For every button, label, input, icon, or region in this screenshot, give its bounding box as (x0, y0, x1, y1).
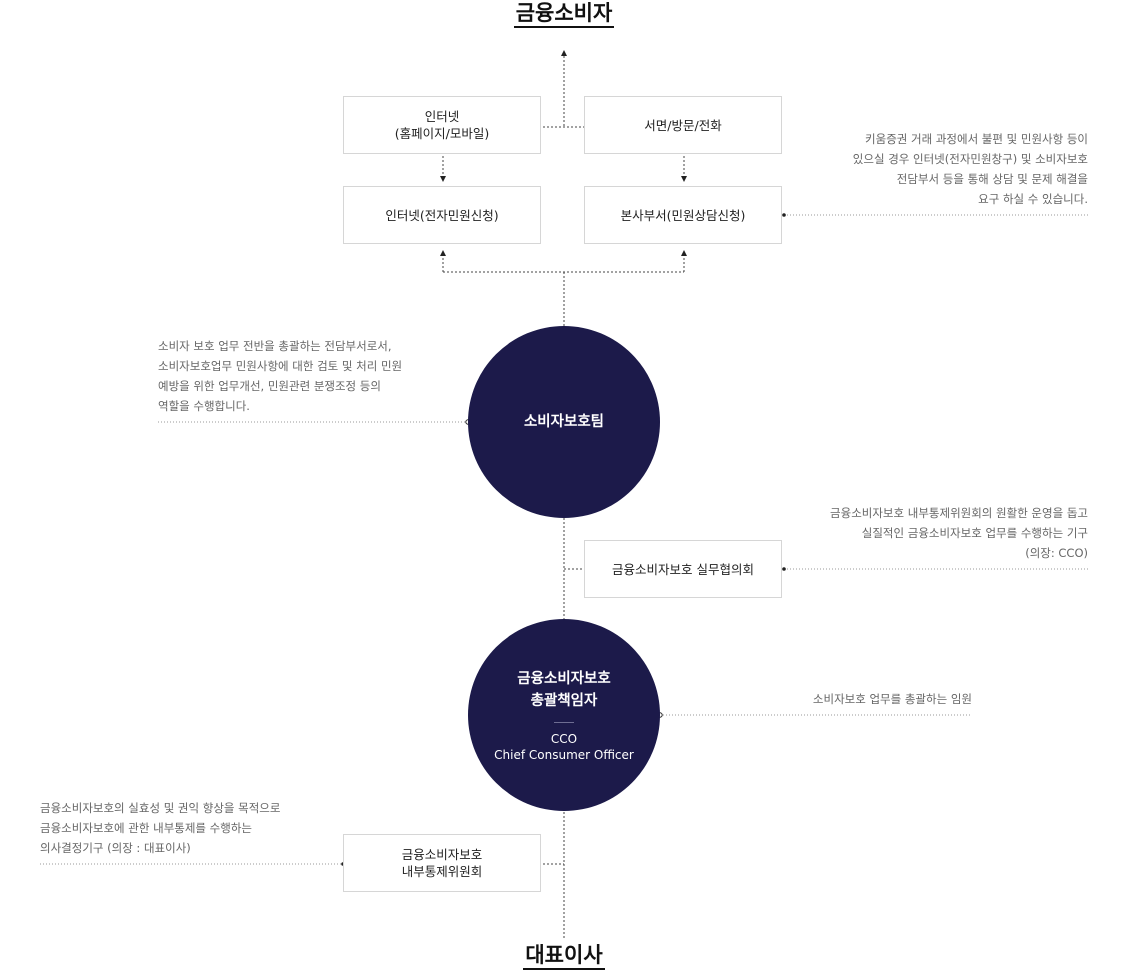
top-title-text: 금융소비자 (513, 1, 615, 28)
internal-control-description: 금융소비자보호의 실효성 및 권익 향상을 목적으로 금융소비자보호에 관한 내… (40, 801, 281, 855)
written-visit-phone-box: 서면/방문/전화 (584, 96, 782, 154)
internal-control-committee-box: 금융소비자보호 내부통제위원회 (343, 834, 541, 892)
arrow-down-right-icon (681, 176, 687, 182)
protection-team-description: 소비자 보호 업무 전반을 총괄하는 전담부서로서, 소비자보호업무 민원사항에… (158, 339, 403, 413)
working-council-box: 금융소비자보호 실무협의회 (584, 540, 782, 598)
complaint-channels-description: 키움증권 거래 과정에서 불편 및 민원사항 등이 있으실 경우 인터넷(전자민… (852, 132, 1088, 206)
protection-team-label: 소비자보호팀 (523, 414, 605, 430)
cco-abbr: CCO (550, 731, 578, 746)
leader-dot-working-council (782, 567, 786, 571)
top-title: 금융소비자 (464, 0, 664, 28)
cco-description: 소비자보호 업무를 총괄하는 임원 (812, 692, 972, 706)
internet-e-complaint-box: 인터넷(전자민원신청) (343, 186, 541, 244)
working-council-description: 금융소비자보호 내부통제위원회의 원활한 운영을 돕고 실질적인 금융소비자보호… (830, 506, 1088, 560)
cco-title: 금융소비자보호 총괄책임자 (517, 670, 611, 709)
leader-dot-complaint (782, 213, 786, 217)
cco-full-name: Chief Consumer Officer (494, 747, 634, 762)
cco-divider (554, 721, 574, 723)
arrow-up-left-icon (440, 250, 446, 256)
arrow-up-top-icon (561, 50, 567, 56)
arrow-down-left-icon (440, 176, 446, 182)
head-office-box: 본사부서(민원상담신청) (584, 186, 782, 244)
internet-homepage-box: 인터넷 (홈페이지/모바일) (343, 96, 541, 154)
arrow-up-right-icon (681, 250, 687, 256)
bottom-title-text: 대표이사 (523, 943, 605, 970)
protection-team-circle: 소비자보호팀 (468, 326, 660, 518)
bottom-title: 대표이사 (464, 939, 664, 970)
cco-circle: 금융소비자보호 총괄책임자 CCO Chief Consumer Officer (468, 619, 660, 811)
